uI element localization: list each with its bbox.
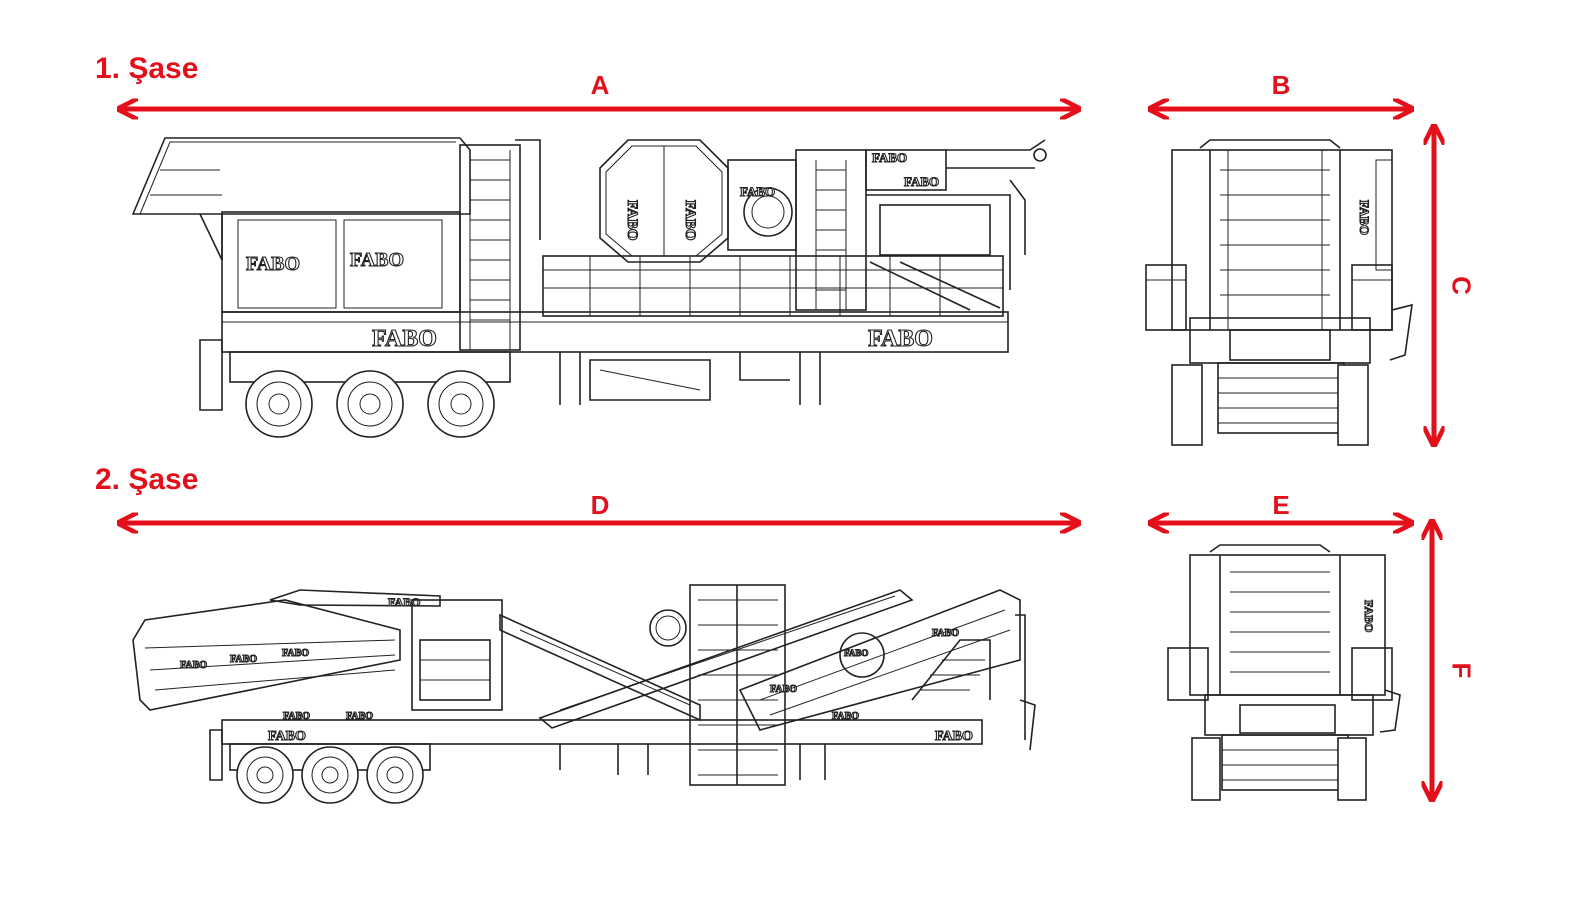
fabo-logo: FABO: [682, 200, 698, 241]
fabo-logo: FABO: [230, 654, 257, 665]
fabo-logo: FABO: [872, 150, 907, 165]
wheels-2: [236, 746, 424, 804]
fabo-logo: FABO: [844, 648, 868, 658]
fabo-logo: FABO: [268, 729, 306, 744]
section-2-title: 2. Şase: [95, 463, 199, 496]
dim-label-d: D: [590, 490, 610, 520]
fabo-logo: FABO: [935, 729, 973, 744]
fabo-logo: FABO: [740, 184, 775, 199]
fabo-logo: FABO: [246, 253, 300, 275]
fabo-logo: FABO: [624, 200, 640, 241]
wheels-1: [245, 370, 495, 438]
dim-label-e: E: [1272, 490, 1290, 520]
machine-1-side-view: FABO FABO FABO FABO FABO FABO FABO: [131, 137, 1047, 438]
fabo-logo: FABO: [932, 628, 959, 639]
section-1-title: 1. Şase: [95, 52, 199, 85]
machine-2-side-view: FABO FABO FABO FABO FABO FABO FABO: [132, 584, 1036, 804]
fabo-logo: FABO: [350, 249, 404, 271]
machine-2-front-view: FABO: [1167, 544, 1401, 801]
dimension-arrows: [121, 109, 1434, 798]
fabo-logo: FABO: [832, 711, 859, 722]
fabo-logo: FABO: [1362, 600, 1376, 632]
dim-label-b: B: [1271, 70, 1291, 100]
fabo-logo: FABO: [1357, 200, 1372, 235]
dim-label-a: A: [590, 70, 610, 100]
fabo-logo: FABO: [180, 660, 207, 671]
fabo-logo: FABO: [283, 711, 310, 722]
fabo-logo: FABO: [868, 326, 933, 352]
fabo-logo: FABO: [372, 326, 437, 352]
fabo-logo: FABO: [282, 648, 309, 659]
fabo-logo: FABO: [770, 684, 797, 695]
machine-1-front-view: FABO: [1145, 139, 1413, 446]
fabo-logo: FABO: [346, 711, 373, 722]
fabo-logo: FABO: [904, 174, 939, 189]
fabo-logo: FABO: [388, 595, 420, 609]
